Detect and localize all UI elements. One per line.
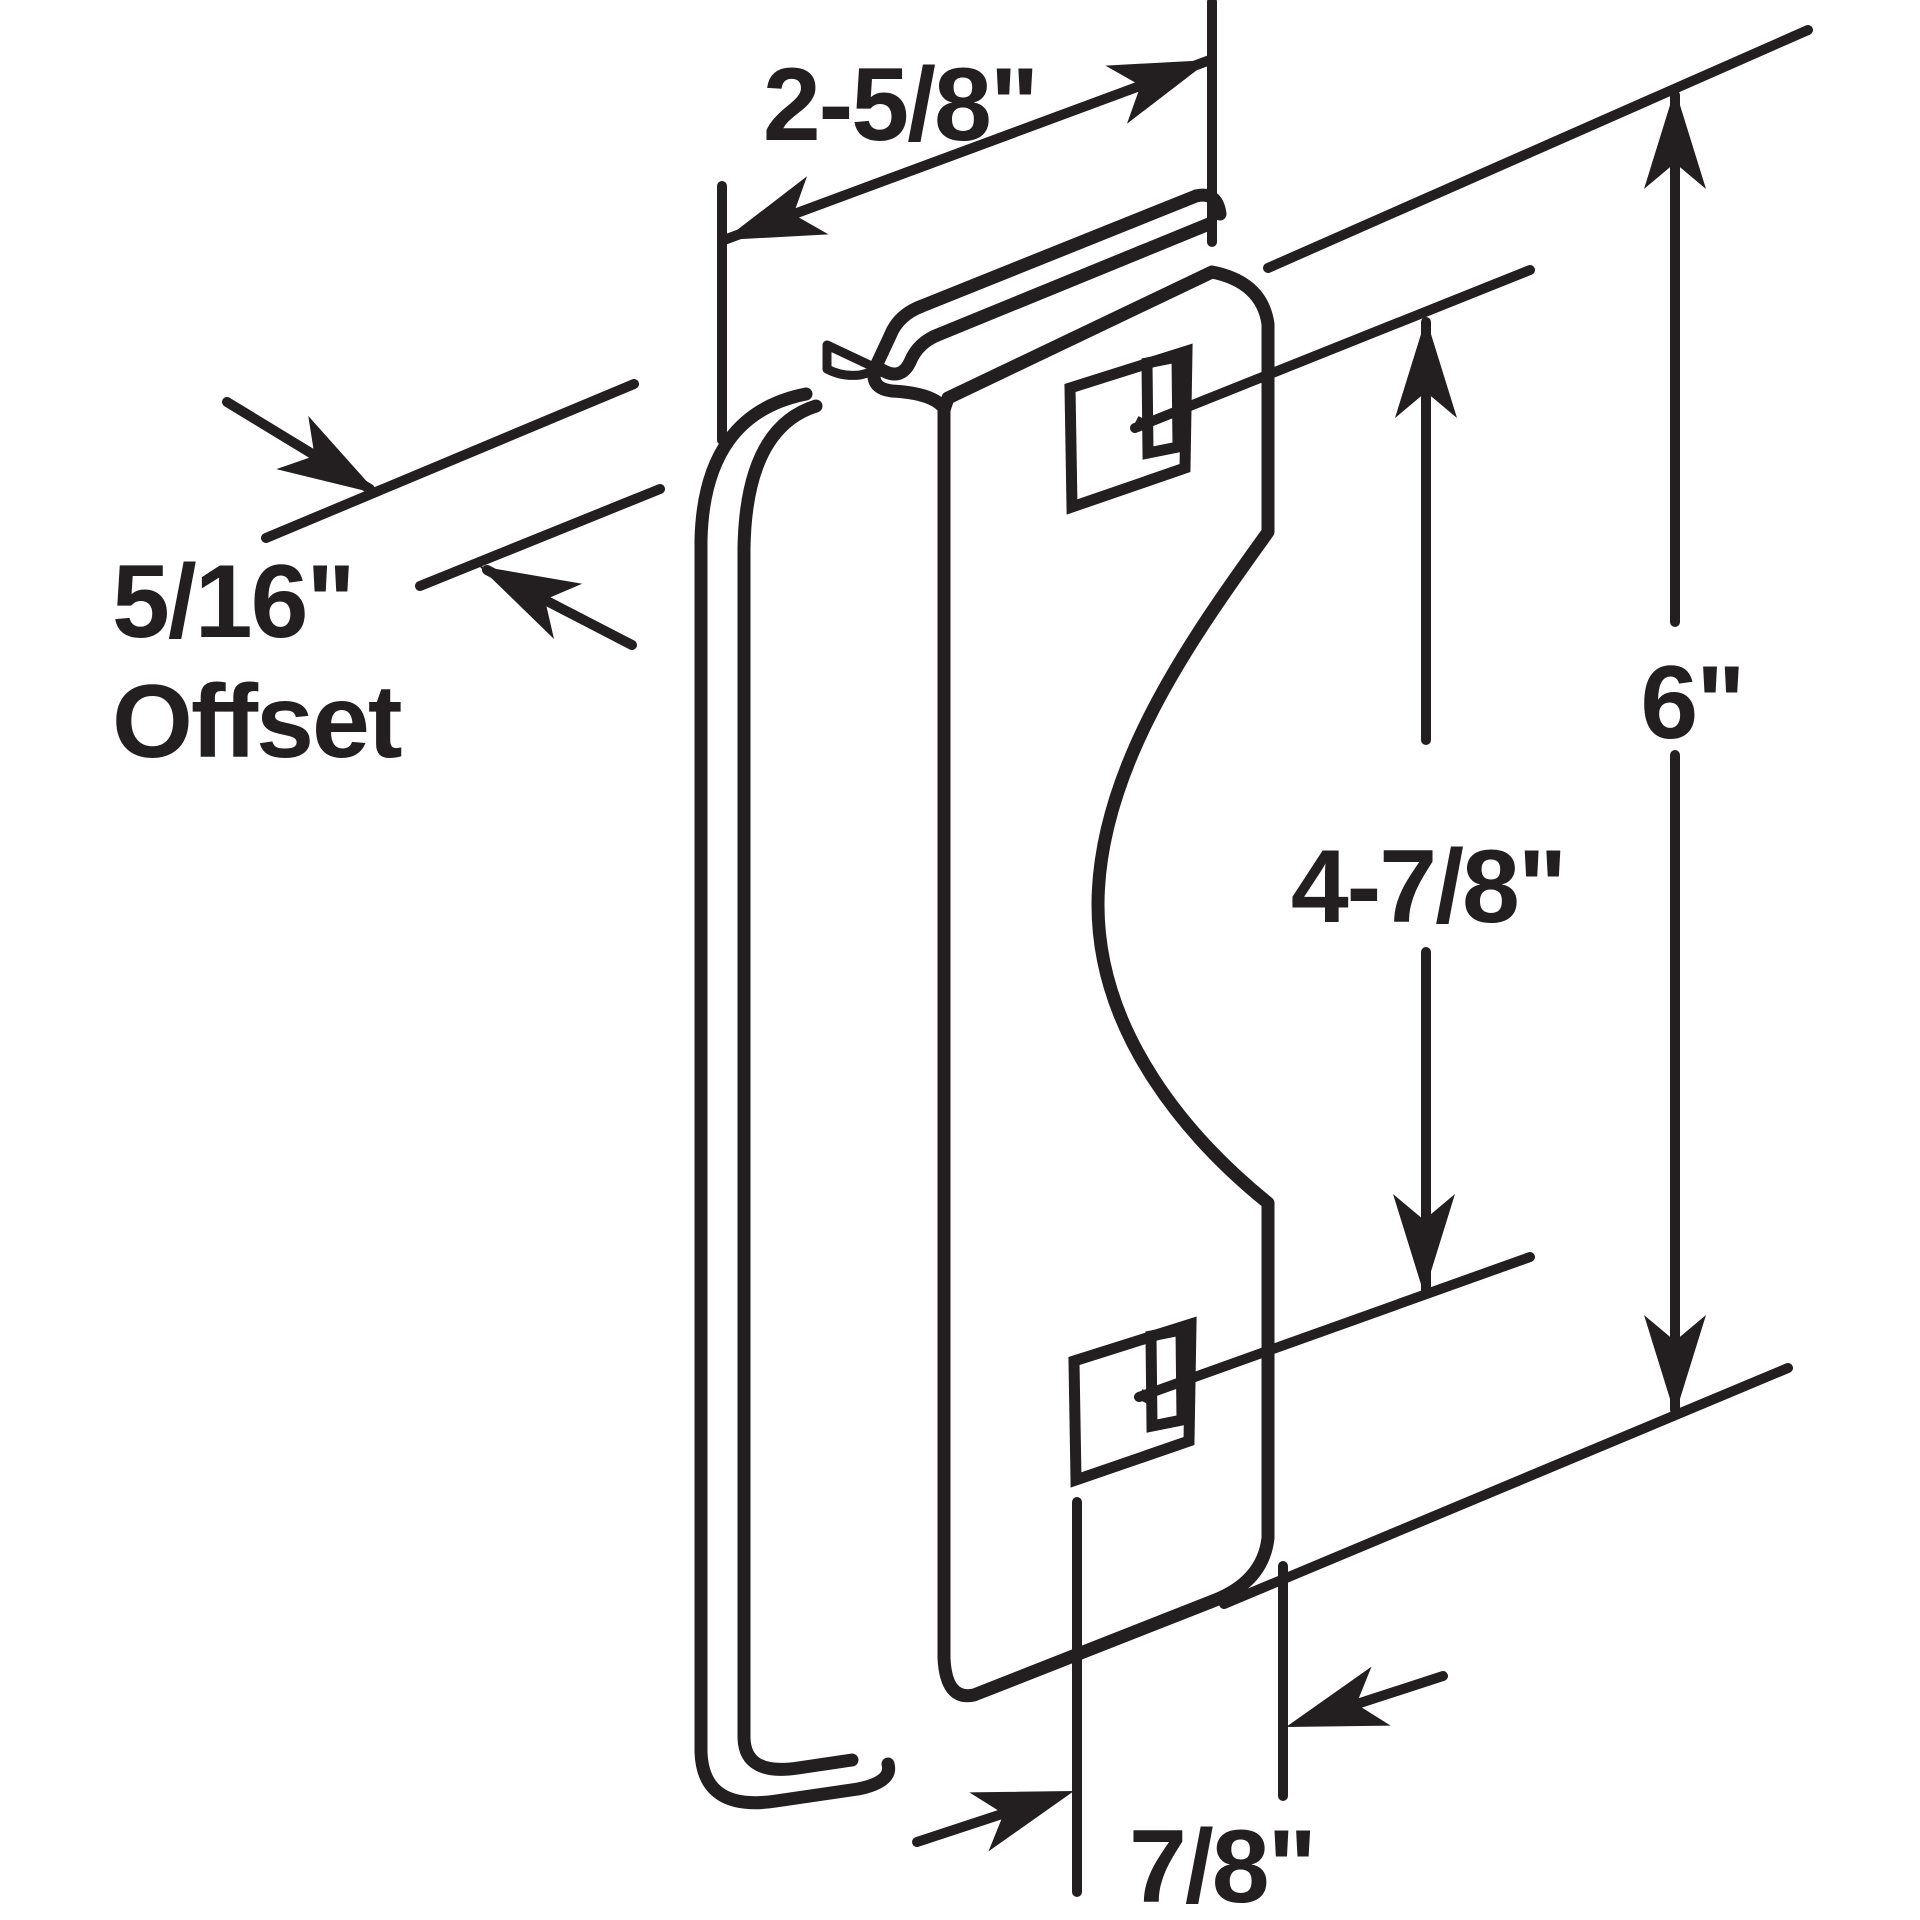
height-arrowhead-bottom (1644, 1315, 1706, 1415)
width-arrowhead-right (1105, 60, 1210, 124)
offset-lip-inner-edge (875, 217, 1216, 381)
edge-distance-label: 7/8" (1129, 1809, 1315, 1920)
main-plate-outline (937, 265, 1275, 1703)
height-arrowhead-top (1644, 89, 1706, 189)
dimension-hole-spacing (1130, 265, 1535, 1402)
offset-label-word: Offset (112, 664, 402, 780)
offset-reference-line-upper (261, 379, 639, 543)
dimension-group: 2-5/8" 5/16" Offset 6" 4-7/8" 7/8" (112, 0, 1813, 1920)
edge-distance-arrow-tail-left (912, 1809, 1007, 1847)
hole-spacing-reference-line-bottom (1134, 1252, 1535, 1402)
hole-spacing-arrowhead-bottom (1393, 1194, 1455, 1294)
plate-group (694, 188, 1275, 1810)
offset-arrowhead-upper (276, 415, 378, 494)
offset-arrowhead-lower (479, 566, 583, 640)
hole-spacing-arrowhead-top (1395, 318, 1457, 418)
hole-spacing-label: 4-7/8" (1291, 829, 1565, 945)
dimension-height (1219, 25, 1813, 1609)
offset-reference-line-lower (415, 484, 665, 591)
hole-spacing-reference-line-top (1130, 265, 1535, 433)
height-label: 6" (1640, 645, 1743, 761)
edge-distance-arrowhead-right (1286, 1666, 1391, 1727)
flange-inner-edge (737, 399, 859, 1776)
width-label: 2-5/8" (763, 47, 1037, 163)
flange-outer-edge (694, 387, 896, 1810)
fold-end-wedge (822, 340, 885, 380)
dimension-width (717, 0, 1217, 445)
width-dimension-line (719, 55, 1215, 245)
height-extension-line-top (1263, 25, 1813, 273)
dimension-edge-distance (912, 1497, 1448, 1897)
height-extension-line-bottom (1219, 1363, 1793, 1609)
dimension-offset (222, 379, 665, 650)
width-arrowhead-left (724, 176, 829, 240)
edge-distance-arrowhead-left (969, 1791, 1074, 1852)
edge-distance-arrow-tail-right (1355, 1671, 1448, 1708)
offset-label-value: 5/16" (112, 544, 354, 660)
